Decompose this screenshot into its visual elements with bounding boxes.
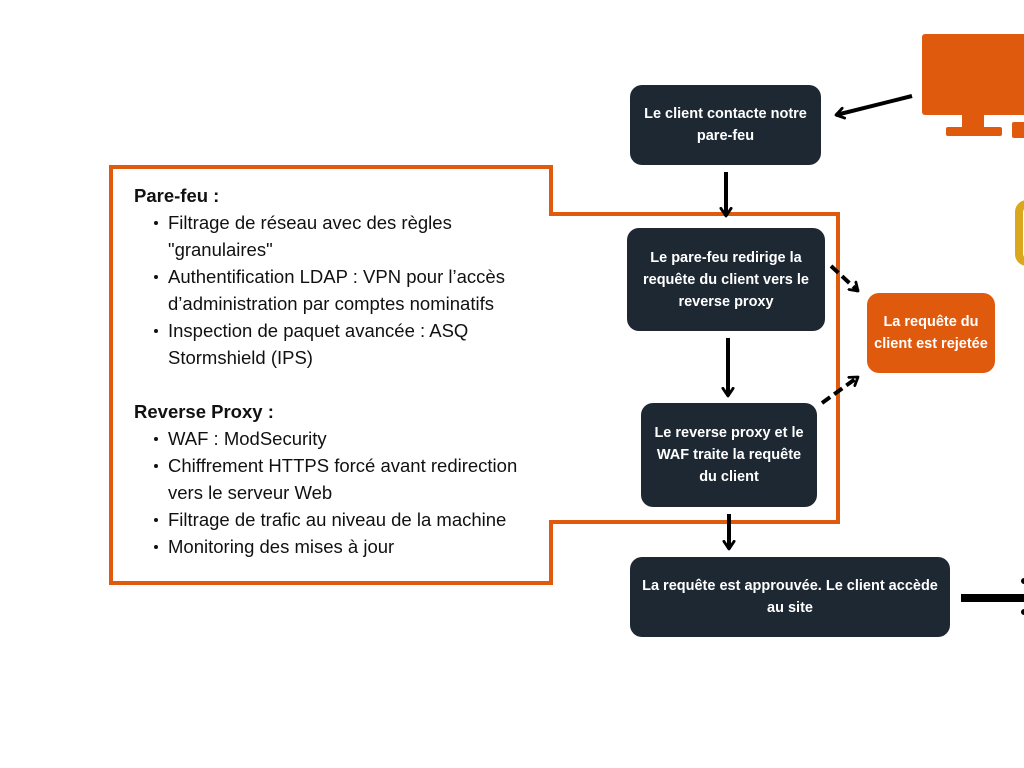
info-panel: Pare-feu : Filtrage de réseau avec des r… bbox=[134, 182, 544, 560]
list-item: Inspection de paquet avancée : ASQ Storm… bbox=[154, 317, 544, 371]
node-client-contact: Le client contacte notre pare-feu bbox=[630, 85, 821, 165]
list-item: Monitoring des mises à jour bbox=[154, 533, 544, 560]
connector-dot bbox=[1021, 578, 1024, 584]
node-proxy-waf: Le reverse proxy et le WAF traite la req… bbox=[641, 403, 817, 507]
firewall-heading: Pare-feu : bbox=[134, 185, 220, 206]
arrow-redirect-to-rejected bbox=[829, 264, 858, 293]
computer-monitor-icon bbox=[922, 34, 1024, 138]
firewall-features-list: Filtrage de réseau avec des règles "gran… bbox=[134, 209, 544, 371]
node-firewall-redirect: Le pare-feu redirige la requête du clien… bbox=[627, 228, 825, 331]
partial-node-right bbox=[1015, 200, 1024, 266]
arrow-proxy-to-rejected bbox=[820, 375, 858, 405]
list-item: Authentification LDAP : VPN pour l’accès… bbox=[154, 263, 544, 317]
info-panel-outline bbox=[109, 165, 840, 585]
list-item: Filtrage de réseau avec des règles "gran… bbox=[154, 209, 544, 263]
connector-dot bbox=[1021, 609, 1024, 615]
node-request-approved: La requête est approuvée. Le client accè… bbox=[630, 557, 950, 637]
proxy-features-list: WAF : ModSecurity Chiffrement HTTPS forc… bbox=[134, 425, 544, 560]
list-item: Filtrage de trafic au niveau de la machi… bbox=[154, 506, 544, 533]
proxy-heading: Reverse Proxy : bbox=[134, 401, 274, 422]
list-item: WAF : ModSecurity bbox=[154, 425, 544, 452]
arrow-client-to-firewall bbox=[836, 94, 913, 115]
list-item: Chiffrement HTTPS forcé avant redirectio… bbox=[154, 452, 544, 506]
node-request-rejected: La requête du client est rejetée bbox=[867, 293, 995, 373]
